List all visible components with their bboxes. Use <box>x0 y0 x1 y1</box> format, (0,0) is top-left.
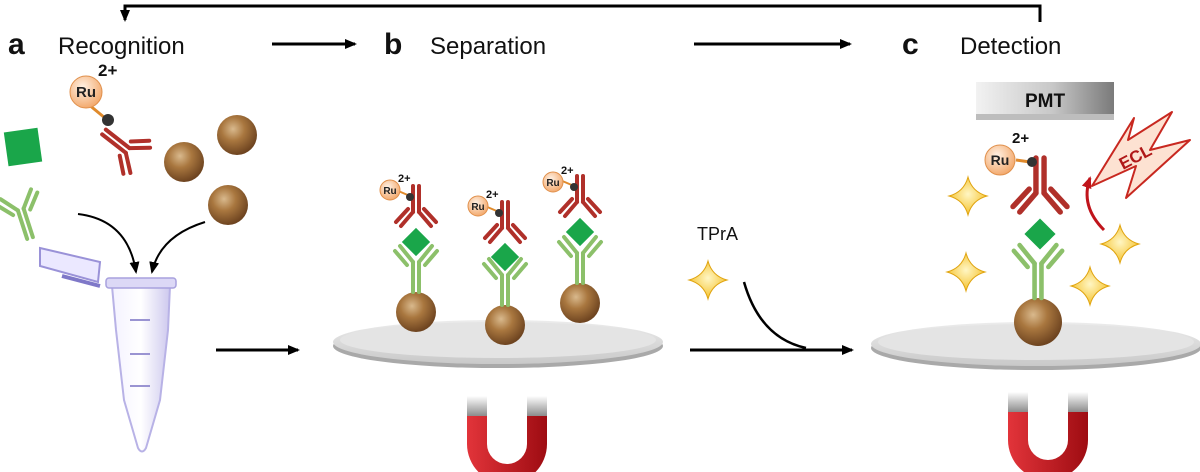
pmt-detector: PMT <box>976 82 1114 120</box>
ru-label-text: Ru <box>991 152 1010 168</box>
ru-label-icon <box>542 171 564 193</box>
magnet-icon <box>467 396 547 472</box>
panel-a-heading: a Recognition <box>8 28 185 61</box>
star-icon <box>688 260 728 300</box>
lightning-icon: ECL <box>1091 111 1191 199</box>
antigen-icon <box>3 127 43 167</box>
panel-title-detection: Detection <box>960 33 1061 60</box>
capture-antibody-icon <box>1014 245 1062 298</box>
sandwich-complex: Ru 2+ <box>984 130 1067 346</box>
panel-letter-a: a <box>8 28 25 61</box>
reagent-label: TPrA <box>697 224 738 244</box>
tube-icon <box>39 246 177 453</box>
ru-charge-text: 2+ <box>398 173 411 185</box>
feedback-arrow <box>120 4 1042 22</box>
arrow-to-tube-left <box>77 213 140 274</box>
sandwich-complex: Ru 2+ <box>467 189 528 345</box>
antibody-icon <box>1013 158 1067 212</box>
star-icon <box>1070 266 1110 306</box>
star-icon <box>946 252 986 292</box>
panel-title-separation: Separation <box>430 33 546 60</box>
ru-label-icon <box>984 144 1016 176</box>
panel-letter-b: b <box>384 28 402 61</box>
ru-label-text: Ru <box>471 202 484 213</box>
bead-icon <box>485 305 525 345</box>
star-icon <box>1100 224 1140 264</box>
panel-title-recognition: Recognition <box>58 33 185 60</box>
ecl-emission-arrow <box>1081 176 1106 232</box>
ru-label-icon <box>379 179 401 201</box>
sandwich-complex: Ru 2+ <box>542 165 603 323</box>
panel-letter-c: c <box>902 28 919 61</box>
bead-icon <box>396 292 436 332</box>
sandwich-complex: Ru 2+ <box>379 173 439 332</box>
bead-icon <box>208 185 248 225</box>
bead-icon <box>1014 298 1062 346</box>
panel-b: Ru 2+ Ru 2+ Ru 2+ TPrA <box>333 165 807 472</box>
panel-c: PMT Ru 2+ ECL <box>871 82 1200 472</box>
panel-c-heading: c Detection <box>902 28 1061 61</box>
panel-b-heading: b Separation <box>384 28 546 61</box>
ru-label-text: Ru <box>76 84 96 101</box>
pmt-label: PMT <box>1025 91 1066 112</box>
ru-charge-text: 2+ <box>98 61 117 80</box>
ru-label-text: Ru <box>383 186 396 197</box>
ru-label-icon <box>69 75 103 109</box>
panel-a: Ru 2+ <box>0 61 257 453</box>
arrow-to-tube-right <box>149 221 206 274</box>
ru-label-icon <box>467 195 489 217</box>
ru-charge-text: 2+ <box>1012 130 1029 147</box>
star-icon <box>948 176 988 216</box>
antigen-icon <box>1024 218 1056 250</box>
reagent-merge-curve <box>742 281 807 350</box>
magnet-icon <box>1008 392 1088 472</box>
ru-labeled-antibody: Ru 2+ <box>69 61 156 179</box>
bead-icon <box>164 142 204 182</box>
ru-charge-text: 2+ <box>561 165 574 177</box>
antibody-icon <box>89 113 156 179</box>
bead-icon <box>560 283 600 323</box>
bead-icon <box>217 115 257 155</box>
capture-antibody-icon <box>0 185 52 247</box>
ru-label-text: Ru <box>546 178 559 189</box>
ru-charge-text: 2+ <box>486 189 499 201</box>
